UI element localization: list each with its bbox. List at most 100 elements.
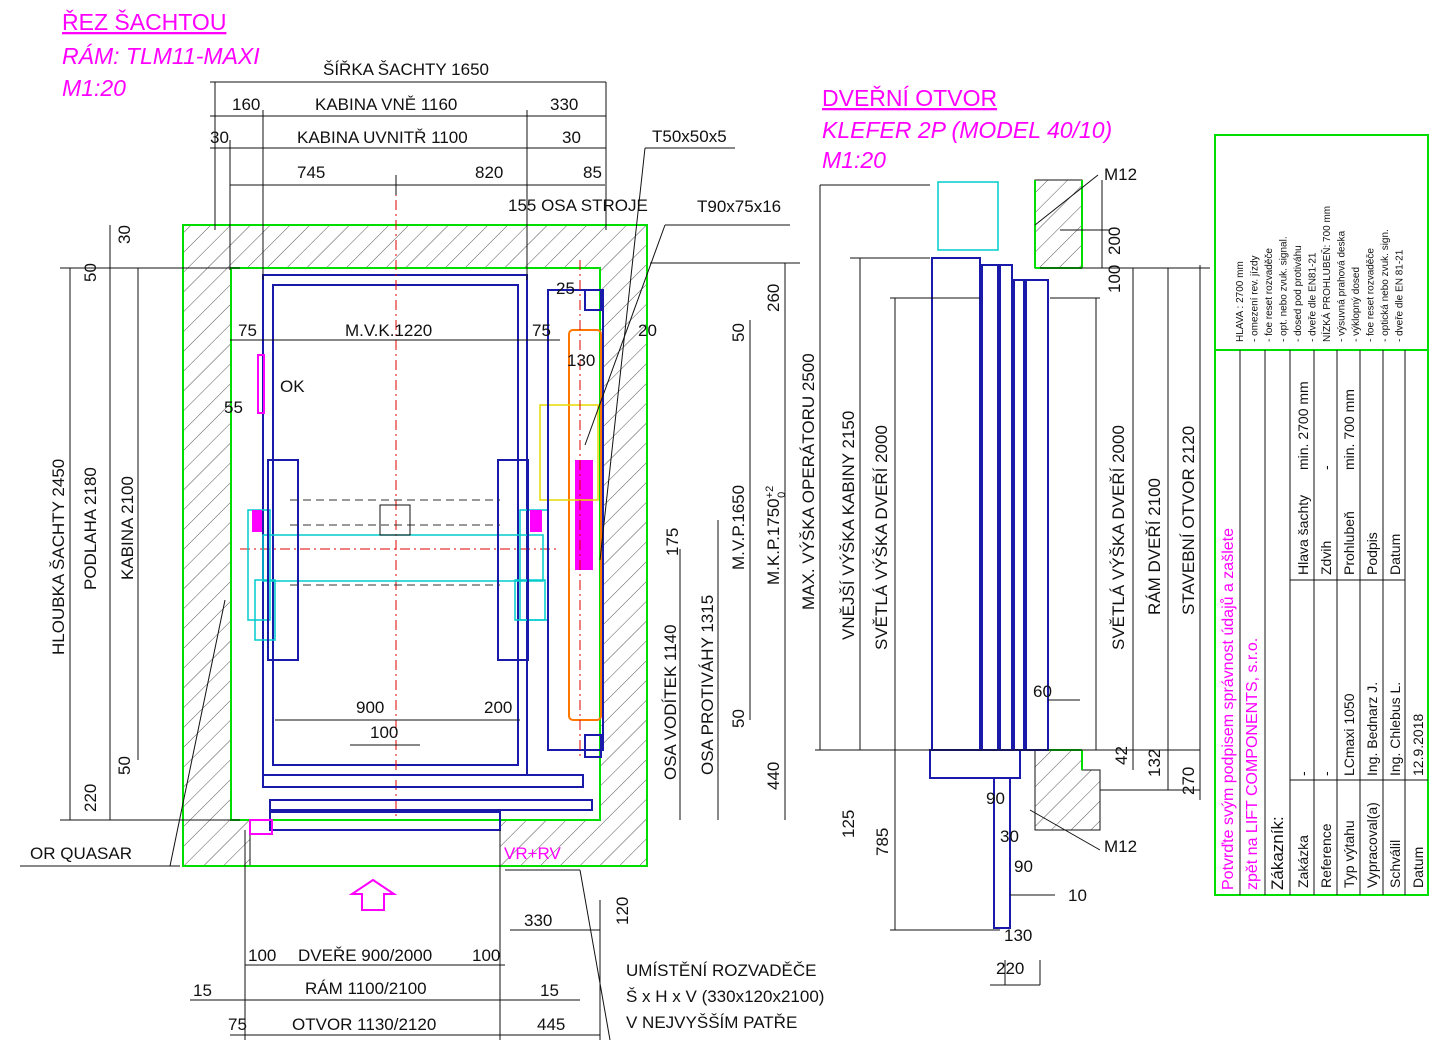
dim-75-left: 75 <box>238 321 257 340</box>
car-frame <box>247 459 549 661</box>
dim-30-left: 30 <box>210 128 229 147</box>
section-title: DVEŘNÍ OTVOR <box>822 85 997 111</box>
cabin-sill <box>262 774 584 788</box>
dim-100-c: 100 <box>370 723 398 742</box>
confirm-line-2: zpět na LIFT COMPONENTS, s.r.o. <box>1244 638 1261 890</box>
shaft-plan: ŘEZ ŠACHTOU RÁM: TLM11-MAXI M1:20 <box>20 8 824 1041</box>
row-label: Reference <box>1318 823 1334 888</box>
dim-30-l: 30 <box>115 225 134 244</box>
dim-160: 160 <box>232 95 260 114</box>
dim-s-785: 785 <box>873 828 892 856</box>
note-line: - výklopný dosed <box>1351 267 1362 342</box>
note-line: - dosed pod protiváhu <box>1293 245 1304 342</box>
door-section: DVEŘNÍ OTVOR KLEFER 2P (MODEL 40/10) M1:… <box>799 85 1210 986</box>
dim-shaft-width: ŠÍŘKA ŠACHTY 1650 <box>323 60 489 79</box>
dim-outer-cab: VNĚJŠÍ VÝŠKA KABINY 2150 <box>839 411 858 640</box>
dim-75-right: 75 <box>532 321 551 340</box>
param-value: min. 700 mm <box>1341 389 1357 470</box>
customer-label: Zákazník: <box>1268 816 1287 890</box>
dim-clear-door-l: SVĚTLÁ VÝŠKA DVEŘÍ 2000 <box>872 425 891 650</box>
entry-arrow <box>348 878 398 911</box>
dim-s-200: 200 <box>1105 227 1124 255</box>
dim-operator: MAX. VÝŠKA OPERÁTORU 2500 <box>799 353 818 610</box>
row-value: Ing. Bednarz J. <box>1364 682 1380 776</box>
section-scale: M1:20 <box>822 147 886 173</box>
row-value: LCmaxi 1050 <box>1341 693 1357 776</box>
dim-200: 200 <box>484 698 512 717</box>
dim-mvk: M.V.K.1220 <box>345 321 432 340</box>
counterweight <box>539 260 604 760</box>
dim-445: 445 <box>537 1015 565 1034</box>
label-t50: T50x50x5 <box>652 127 727 146</box>
dim-330: 330 <box>550 95 578 114</box>
dim-900: 900 <box>356 698 384 717</box>
label-vr-rv: VR+RV <box>504 844 562 863</box>
label-ok: OK <box>280 377 305 396</box>
param-label: Datum <box>1387 534 1403 575</box>
dim-120: 120 <box>613 897 632 925</box>
plan-frame: RÁM: TLM11-MAXI <box>62 43 260 69</box>
param-label: Prohlubeň <box>1341 511 1357 575</box>
label-machine-axis: 155 OSA STROJE <box>508 196 648 215</box>
operator <box>937 181 999 251</box>
row-value: - <box>1318 771 1334 776</box>
label-t90: T90x75x16 <box>697 197 781 216</box>
plan-title: ŘEZ ŠACHTOU <box>62 8 226 35</box>
dim-s-90a: 90 <box>986 789 1005 808</box>
dim-440: 440 <box>764 762 783 790</box>
dim-mvp: M.V.P.1650 <box>729 485 748 570</box>
dim-s-130: 130 <box>1004 926 1032 945</box>
dim-15-r: 15 <box>540 981 559 1000</box>
dim-30-right: 30 <box>562 128 581 147</box>
param-label: Podpis <box>1364 532 1380 575</box>
dim-50-r2: 50 <box>729 709 748 728</box>
dim-130: 130 <box>567 351 595 370</box>
dim-s-270: 270 <box>1179 767 1198 795</box>
section-cabin-wall <box>931 257 981 751</box>
row-value: Ing. Chlebus L. <box>1387 682 1403 776</box>
panel-note-3: V NEJVYŠŠÍM PATŘE <box>626 1013 797 1032</box>
dim-50-l1: 50 <box>81 263 100 282</box>
dim-s-10: 10 <box>1068 886 1087 905</box>
confirm-line-1: Potvrďte svým podpisem správnost údajů a… <box>1219 528 1237 890</box>
param-value: min. 2700 mm <box>1295 381 1311 470</box>
label-m12-bottom: M12 <box>1104 837 1137 856</box>
dim-doors: DVEŘE 900/2000 <box>298 946 432 965</box>
note-line: - dveře dle EN81-21 <box>1308 252 1319 342</box>
dim-floor: PODLAHA 2180 <box>81 467 100 590</box>
title-block: HLAVA : 2700 mm- omezení rev. jízdy- foe… <box>1214 134 1429 896</box>
dim-cabin: KABINA 2100 <box>118 476 137 580</box>
row-value: - <box>1295 771 1311 776</box>
title-block-notes: HLAVA : 2700 mm- omezení rev. jízdy- foe… <box>1235 206 1406 342</box>
shaft-door <box>269 799 593 811</box>
dim-820: 820 <box>475 163 503 182</box>
param-label: Hlava šachty <box>1295 495 1311 575</box>
dim-door-frame: RÁM DVEŘÍ 2100 <box>1145 478 1164 615</box>
dim-330-b: 330 <box>524 911 552 930</box>
note-line: - výsuvná prahová deska <box>1337 230 1348 342</box>
dim-opening: OTVOR 1130/2120 <box>292 1015 436 1034</box>
dim-s-30: 30 <box>1000 827 1019 846</box>
dim-build-opening: STAVEBNÍ OTVOR 2120 <box>1179 426 1198 615</box>
panel-note-1: UMÍSTĚNÍ ROZVADĚČE <box>626 961 816 980</box>
dim-15-l: 15 <box>193 981 212 1000</box>
dim-50-r1: 50 <box>729 323 748 342</box>
dim-75-c: 75 <box>228 1015 247 1034</box>
dim-175: 175 <box>663 528 682 556</box>
param-value: - <box>1318 465 1334 470</box>
dim-745: 745 <box>297 163 325 182</box>
label-m12-top: M12 <box>1104 165 1137 184</box>
dim-20: 20 <box>638 321 657 340</box>
dim-100-l: 100 <box>248 946 276 965</box>
dim-100-r: 100 <box>472 946 500 965</box>
note-line: - foe reset rozvaděče <box>1366 248 1377 342</box>
dim-s-132: 132 <box>1145 749 1164 777</box>
plan-dim-lines <box>20 81 800 1041</box>
dim-220-l: 220 <box>81 784 100 812</box>
section-model: KLEFER 2P (MODEL 40/10) <box>822 117 1112 143</box>
dim-cab-out: KABINA VNĚ 1160 <box>315 95 457 114</box>
dim-s-125: 125 <box>839 810 858 838</box>
note-line: - opt. nebo zvuk. signal. <box>1279 236 1290 342</box>
dim-s-100: 100 <box>1105 265 1124 293</box>
